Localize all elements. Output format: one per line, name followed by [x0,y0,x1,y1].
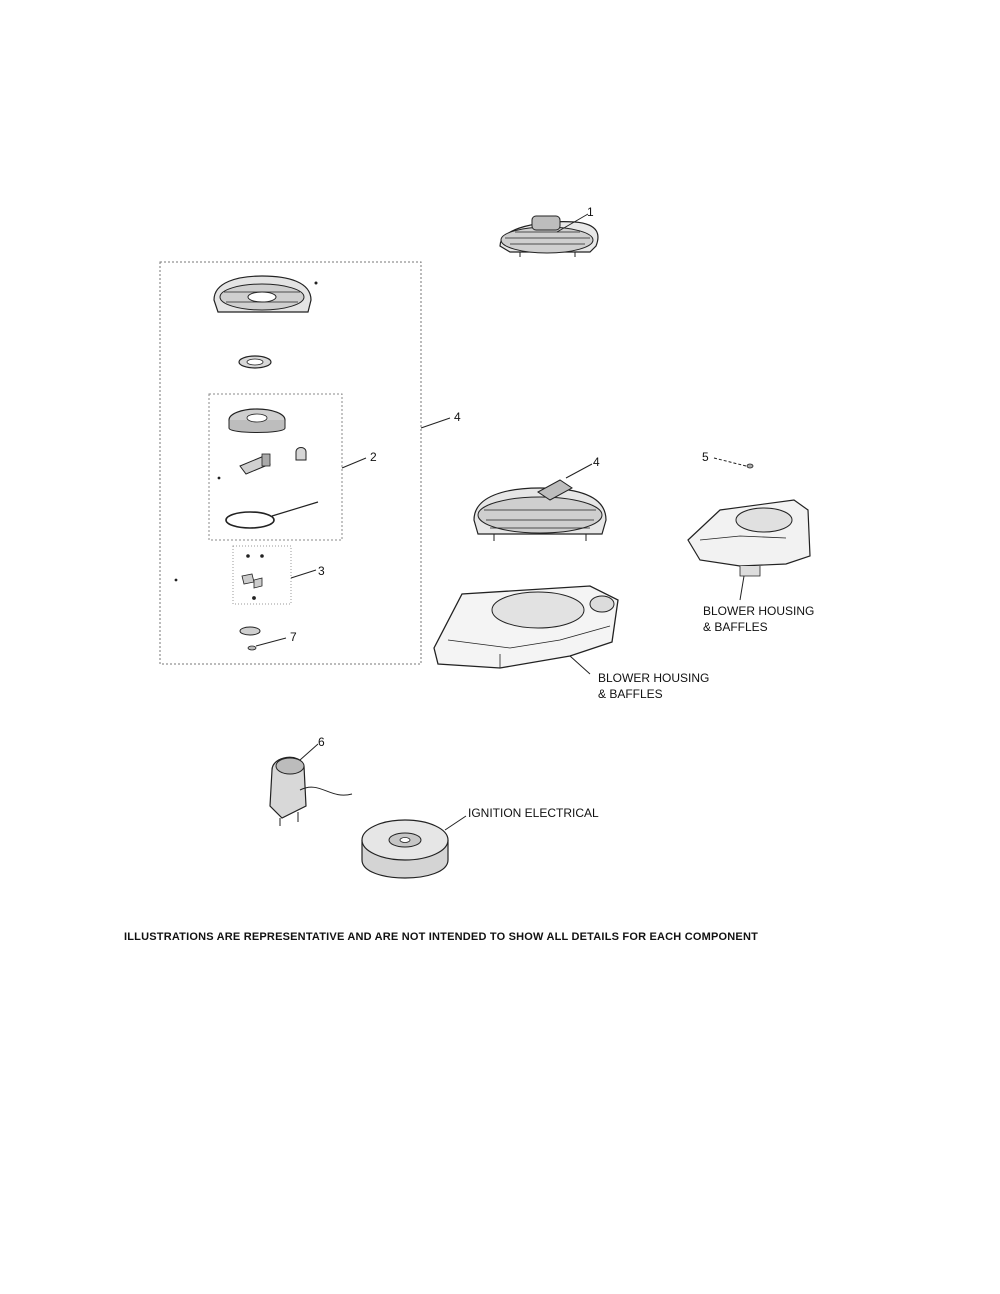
callout-2: 2 [370,450,377,464]
starter-hardware [241,554,264,600]
blower-housing-center-label-2: & BAFFLES [598,687,663,701]
subkit-3-box [232,545,292,605]
disclaimer-text: ILLUSTRATIONS ARE REPRESENTATIVE AND ARE… [124,931,758,943]
blower-housing-right-label-2: & BAFFLES [703,620,768,634]
rewind-starter-part-1 [499,215,599,257]
leader-7 [255,637,287,647]
starter-pawl [295,447,307,461]
leader-4-box [420,417,451,429]
leader-1 [556,213,589,233]
screw-part-5 [746,463,754,469]
leader-ignition [444,815,467,831]
kit-box-outline [159,261,422,665]
starter-spring [238,355,272,369]
flywheel-ignition [361,819,449,879]
starter-pulley [228,408,286,433]
blower-housing-right [687,499,811,577]
ignition-coil-part-6 [269,756,353,826]
leader-6 [299,743,319,761]
ignition-electrical-label: IGNITION ELECTRICAL [468,806,599,820]
callout-6: 6 [318,735,325,749]
callout-5: 5 [702,450,709,464]
callout-3: 3 [318,564,325,578]
callout-4-box: 4 [454,410,461,424]
leader-2 [341,457,367,469]
starter-rope [225,501,319,529]
starter-nut [239,626,261,651]
blower-housing-right-label-1: BLOWER HOUSING [703,604,814,618]
callout-1: 1 [587,205,594,219]
leader-4-part [565,463,593,479]
leader-3 [290,569,317,579]
starter-cover [213,275,318,313]
leader-blower-right [739,575,745,601]
leader-5 [713,457,747,467]
blower-housing-center-label-1: BLOWER HOUSING [598,671,709,685]
callout-7: 7 [290,630,297,644]
starter-handle [239,453,271,475]
blower-housing-center [433,585,619,669]
callout-4-part: 4 [593,455,600,469]
subkit-2-box [208,393,343,541]
starter-assembly-part-4 [473,479,607,541]
leader-blower-center [569,655,591,675]
